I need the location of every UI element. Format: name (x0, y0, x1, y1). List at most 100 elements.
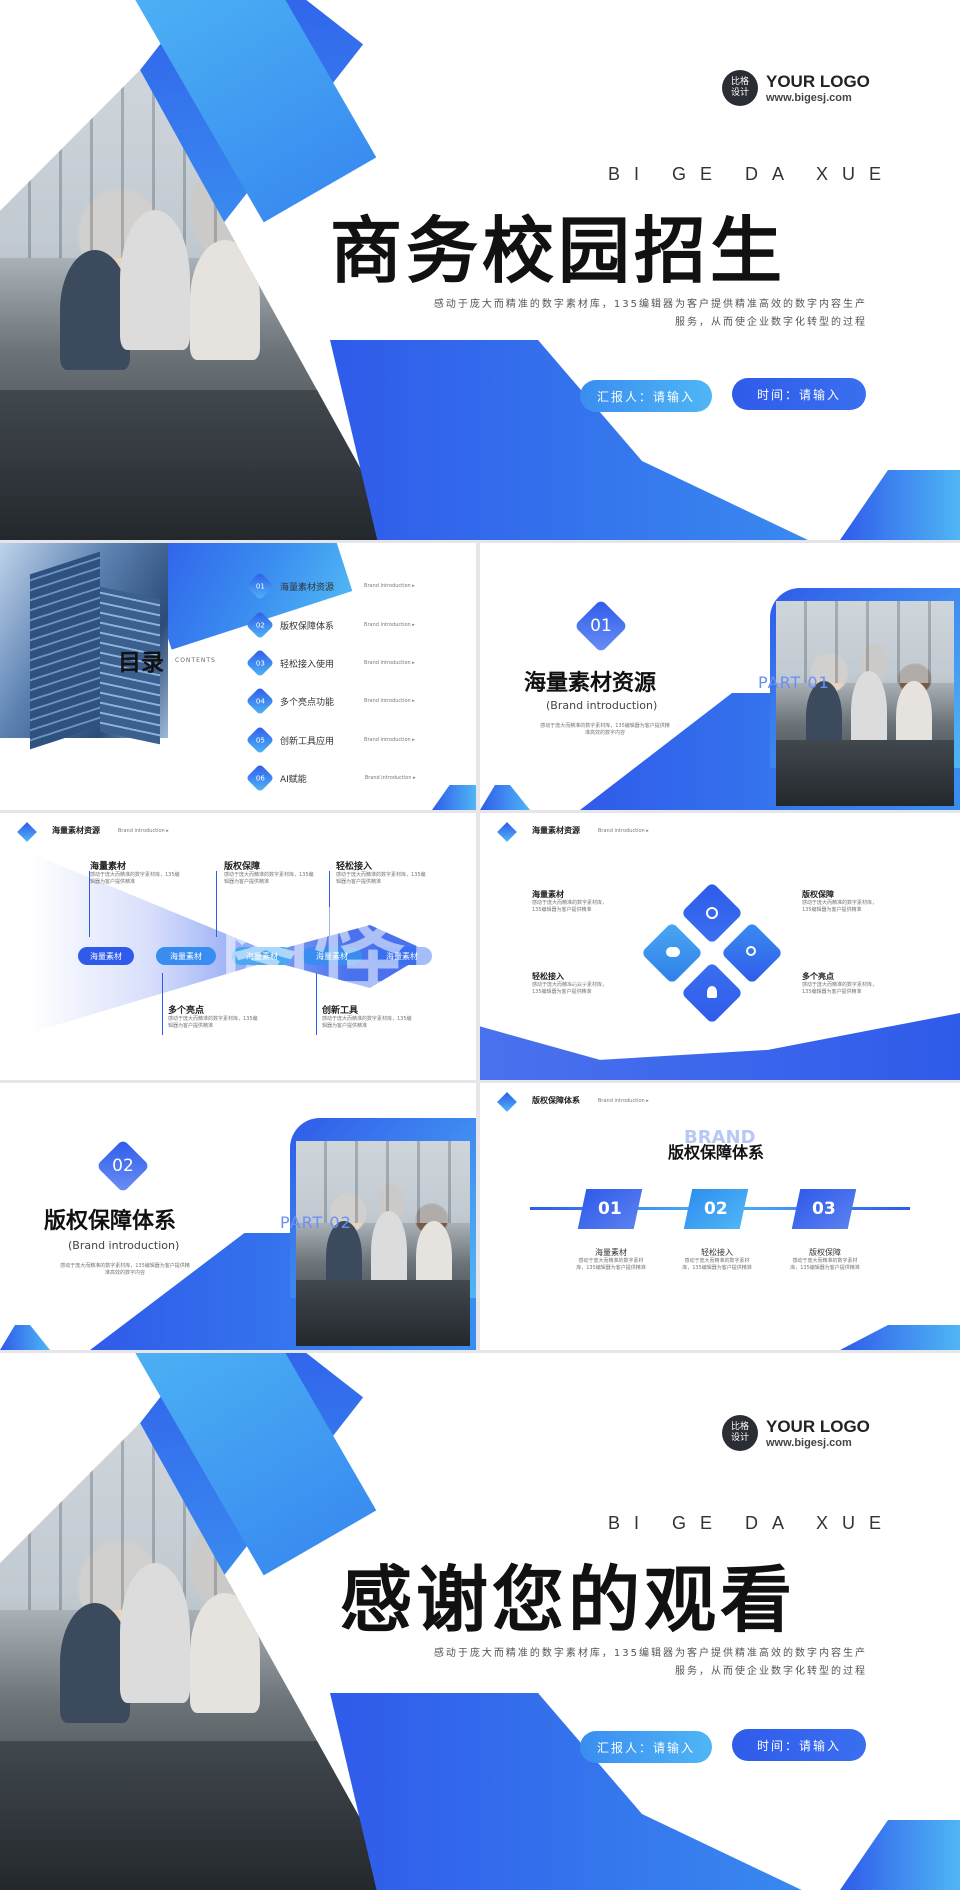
step-3: 03 (791, 1189, 857, 1229)
cover-desc-1: 感动于庞大而精准的数字素材库，135编辑器为客户提供精准高效的数字内容生产 (433, 299, 867, 310)
ending-time-pill: 时间：请输入 (732, 1729, 866, 1761)
ending-subtitle: BI GE DA XUE (608, 1513, 896, 1533)
diamonds-label-2-text: 感动于庞大而精准的数字素材库，135编辑器为客户提供精准 (802, 900, 878, 913)
steps-header-icon (497, 1092, 517, 1112)
diamonds-wave (480, 1013, 960, 1080)
logo-badge: 比格 设计 (722, 70, 758, 106)
part2-photo (296, 1141, 470, 1346)
flow-top-3-text: 感动于庞大而精准的数字素材库，135编辑器为客户提供精准 (336, 872, 426, 885)
toc-building-photo (0, 543, 168, 750)
toc-slide: 目录 CONTENTS 01 海量素材资源 Brand introduction… (0, 543, 476, 810)
diamonds-label-3-title: 轻松接入 (532, 972, 564, 981)
flow-top-1: 海量素材 感动于庞大而精准的数字素材库，135编辑器为客户提供精准 (90, 859, 180, 886)
diamonds-label-2: 版权保障 感动于庞大而精准的数字素材库，135编辑器为客户提供精准 (802, 889, 882, 914)
diamonds-label-1: 海量素材 感动于庞大而精准的数字素材库，135编辑器为客户提供精准 (532, 889, 612, 914)
part2-slide: 02 版权保障体系 (Brand introduction) 感动于庞大而精准的… (0, 1083, 476, 1350)
cover-reporter-pill: 汇报人：请输入 (580, 380, 712, 412)
toc-title: 目录 (118, 650, 164, 676)
steps-title: 版权保障体系 (668, 1143, 765, 1162)
toc-num-5: 05 (255, 735, 265, 744)
diamonds-header: 海量素材资源 (532, 826, 580, 835)
step-2-text: 感动于庞大而精准的数字素材库，135编辑器为客户提供精准 (682, 1258, 752, 1271)
toc-num-4: 04 (255, 696, 265, 705)
toc-num-6: 06 (255, 773, 265, 782)
step-2-label: 轻松接入 感动于庞大而精准的数字素材库，135编辑器为客户提供精准 (682, 1247, 752, 1272)
flow-top-3-title: 轻松接入 (336, 862, 373, 872)
toc-note-6: Brand introduction ▸ (364, 774, 416, 781)
flow-bottom-1-text: 感动于庞大而精准的数字素材库，135编辑器为客户提供精准 (168, 1016, 258, 1029)
diamonds-label-3: 轻松接入 感动于庞大而精准的数字素材库，135编辑器为客户提供精准 (532, 971, 612, 996)
toc-note-2: Brand introduction ▸ (364, 621, 415, 628)
step-3-label: 版权保障 感动于庞大而精准的数字素材库，135编辑器为客户提供精准 (790, 1247, 860, 1272)
flow-top-1-text: 感动于庞大而精准的数字素材库，135编辑器为客户提供精准 (90, 872, 180, 885)
toc-label-3: 轻松接入使用 (280, 659, 335, 670)
toc-label-1: 海量素材资源 (280, 582, 335, 593)
steps-header-note: Brand introduction ▸ (598, 1098, 649, 1104)
cover-title: 商务校园招生 (330, 209, 787, 293)
steps-slide: 版权保障体系 Brand introduction ▸ BRAND 版权保障体系… (480, 1083, 960, 1350)
part1-title: 海量素材资源 (524, 671, 657, 696)
diamonds-label-1-text: 感动于庞大而精准的数字素材库，135编辑器为客户提供精准 (532, 900, 608, 913)
ending-slide: 比格 设计 YOUR LOGO www.bigesj.com BI GE DA … (0, 1353, 960, 1890)
flow-connector-2 (216, 871, 217, 937)
step-3-num: 03 (812, 1199, 836, 1219)
flow-top-2-title: 版权保障 (224, 862, 261, 872)
toc-item-5[interactable]: 05 创新工具应用 Brand introduction ▸ (245, 725, 415, 755)
part1-sub: (Brand introduction) (546, 699, 658, 712)
user-icon (707, 986, 717, 998)
toc-item-6[interactable]: 06 AI赋能 Brand introduction ▸ (245, 763, 416, 793)
flow-top-3: 轻松接入 感动于庞大而精准的数字素材库，135编辑器为客户提供精准 (336, 859, 426, 886)
diamonds-header-icon (497, 822, 517, 842)
part2-tiny: 感动于庞大而精准的数字素材库，135编辑器为客户提供精准高效的数字内容 (60, 1263, 190, 1276)
ending-logo-url: www.bigesj.com (766, 1437, 852, 1449)
flow-bottom-2-title: 创新工具 (322, 1006, 359, 1016)
step-1-num: 01 (598, 1199, 622, 1219)
flow-connector-5 (316, 973, 317, 1035)
flow-pill-2: 海量素材 (156, 947, 216, 965)
flow-pill-1: 海量素材 (78, 947, 134, 965)
flow-pill-5: 海量素材 (372, 947, 432, 965)
toc-item-3[interactable]: 03 轻松接入使用 Brand introduction ▸ (245, 648, 415, 678)
diamonds-label-4-text: 感动于庞大而精准的数字素材库，135编辑器为客户提供精准 (802, 982, 878, 995)
step-3-title: 版权保障 (809, 1248, 841, 1257)
steps-header: 版权保障体系 (532, 1096, 580, 1105)
flow-bottom-2: 创新工具 感动于庞大而精准的数字素材库，135编辑器为客户提供精准 (322, 1003, 412, 1030)
diamonds-label-4-title: 多个亮点 (802, 972, 834, 981)
toc-item-2[interactable]: 02 版权保障体系 Brand introduction ▸ (245, 610, 415, 640)
diamonds-slide: 海量素材资源 Brand introduction ▸ 海量素材 感动于庞大而精… (480, 813, 960, 1080)
toc-corner-shape (432, 785, 476, 810)
cover-time-pill: 时间：请输入 (732, 378, 866, 410)
flow-header: 海量素材资源 (52, 826, 100, 835)
part1-num: 01 (590, 616, 612, 636)
step-1-text: 感动于庞大而精准的数字素材库，135编辑器为客户提供精准 (576, 1258, 646, 1271)
toc-num-1: 01 (255, 581, 265, 590)
diamonds-label-2-title: 版权保障 (802, 890, 834, 899)
step-2-title: 轻松接入 (701, 1248, 733, 1257)
flow-connector-4 (162, 973, 163, 1035)
watermark: 图怪PPT (220, 901, 614, 1006)
steps-brand-bg: BRAND (684, 1127, 756, 1148)
cover-corner-shape (840, 470, 960, 540)
flow-header-icon (17, 822, 37, 842)
toc-item-1[interactable]: 01 海量素材资源 Brand introduction ▸ (245, 571, 415, 601)
step-1-title: 海量素材 (595, 1248, 627, 1257)
ending-wave (330, 1693, 850, 1890)
toc-num-2: 02 (255, 620, 265, 629)
flow-connector-1 (89, 871, 90, 937)
chat-icon (666, 947, 680, 957)
diamonds-header-note: Brand introduction ▸ (598, 828, 649, 834)
ending-desc-1: 感动于庞大而精准的数字素材库，135编辑器为客户提供精准高效的数字内容生产 (433, 1648, 867, 1659)
flow-top-2-text: 感动于庞大而精准的数字素材库，135编辑器为客户提供精准 (224, 872, 314, 885)
flow-top-2: 版权保障 感动于庞大而精准的数字素材库，135编辑器为客户提供精准 (224, 859, 314, 886)
logo-url: www.bigesj.com (766, 92, 852, 104)
ending-title: 感谢您的观看 (340, 1558, 797, 1642)
ending-logo: 比格 设计 YOUR LOGO www.bigesj.com (722, 1415, 870, 1451)
toc-note-4: Brand introduction ▸ (364, 697, 415, 704)
toc-note-3: Brand introduction ▸ (364, 659, 415, 666)
part2-num: 02 (112, 1156, 134, 1176)
part1-corner (480, 785, 530, 810)
part2-corner (0, 1325, 50, 1350)
toc-item-4[interactable]: 04 多个亮点功能 Brand introduction ▸ (245, 686, 415, 716)
toc-label-2: 版权保障体系 (280, 621, 335, 632)
step-2: 02 (683, 1189, 749, 1229)
